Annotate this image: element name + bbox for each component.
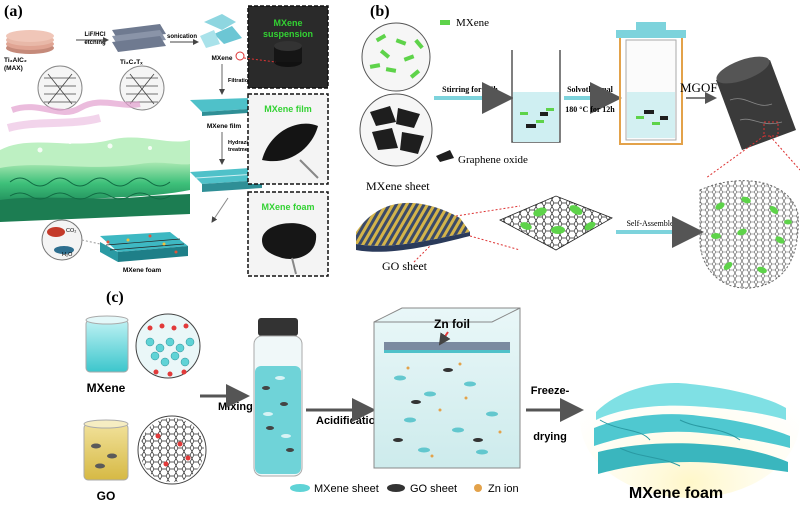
go-mxene-composite-sheet [499,195,613,251]
mixing-label: Mixing [218,401,253,413]
mxene-legend-label: MXene [456,17,489,29]
h2o-label: H₂O [62,252,73,258]
photo-suspension-title-1: MXene [273,18,302,28]
go-beaker [83,419,129,481]
max-formula: Ti₃AlC₂ [4,57,27,64]
mxene-flakes-label: MXene [212,55,233,62]
etching-label: etching [84,40,106,46]
self-assemble-label: Self-Assemble [626,219,674,228]
mxene-beaker-label: MXene [87,381,126,395]
legend-zn-label: Zn ion [488,483,519,495]
mxene-circle [361,22,431,92]
foam-illustration [0,99,190,222]
solvothermal-condition: 180 °C for 12h [565,105,615,114]
panel-c: (c) MXene GO [83,289,800,503]
co2-label: CO₂ [66,228,76,234]
ti3c2tx-stack [112,24,166,52]
mxene-sheet-illustration [356,202,470,252]
panel-a: (a) Ti₃AlC₂ (MAX) LiF/HCl etching Ti₃C₂T… [0,3,329,277]
freeze-label-1: Freeze- [531,385,570,397]
freeze-label-2: drying [533,431,567,443]
legend-mxene-label: MXene sheet [314,483,379,495]
treated-film-sheet [190,168,262,192]
max-structure-circle [37,65,83,111]
legend-mxene-swatch [290,484,310,492]
mxene-beaker [85,315,129,373]
stirring-label: Stirring for 0.5h [442,85,498,94]
mxene-film-label: MXene film [207,123,242,130]
3d-network-illustration [699,180,799,289]
graphene-oxide-circle [359,93,433,167]
panel-c-label: (c) [106,289,124,306]
filtration-label: Filtration [228,78,252,84]
photo-suspension-title-2: suspension [263,29,313,39]
mgof-cylinder [716,56,796,150]
mxene-foam-result [580,342,800,498]
mxene-structure-inset [135,313,201,379]
mxene-legend-swatch [440,20,450,25]
mgof-label: MGOF [680,80,718,95]
go-beaker-label: GO [97,489,116,503]
sonication-label: sonication [167,34,197,40]
mxene-foam-stack [100,232,188,262]
autoclave [616,22,686,145]
max-label: (MAX) [4,65,23,72]
panel-c-legend: MXene sheet GO sheet Zn ion [290,483,519,495]
photo-film-title: MXene film [264,104,312,114]
treatment-label: treatment [228,147,253,153]
mxene-foam-title: MXene foam [629,485,723,502]
legend-go-swatch [387,484,405,492]
go-sheet-label: GO sheet [382,259,428,273]
panel-b: (b) MXene [356,3,800,289]
panel-b-label: (b) [370,3,390,20]
hydrazine-label: Hydrazine [228,140,254,146]
mxene-foam-label: MXene foam [123,267,162,274]
etching-reagent: LiF/HCl [85,32,106,38]
acidification-tank [373,307,521,469]
mxene-sheet-label: MXene sheet [366,179,430,193]
panel-a-label: (a) [4,3,23,20]
solvothermal-label: Solvothermal [567,85,614,94]
acidification-label: Acidification [316,415,382,427]
legend-go-label: GO sheet [410,483,457,495]
max-disc-stack [6,30,54,54]
bubble-inset [41,219,101,261]
photo-foam-title: MXene foam [261,202,314,212]
beaker [511,50,561,143]
go-legend-label: Graphene oxide [458,154,528,166]
photo-film [247,93,329,185]
mxene-structure-circle [119,65,165,111]
mxene-flakes [200,14,242,48]
photo-foam [247,191,329,277]
zn-foil-label: Zn foil [434,317,470,331]
legend-zn-swatch [474,484,482,492]
mxene-film-sheet [190,98,262,116]
photo-suspension [235,5,329,89]
mixed-vial [253,318,303,477]
go-legend-swatch [436,150,454,162]
go-structure-inset [137,415,207,485]
ti3c2tx-formula: Ti₃C₂Tₓ [120,59,143,66]
